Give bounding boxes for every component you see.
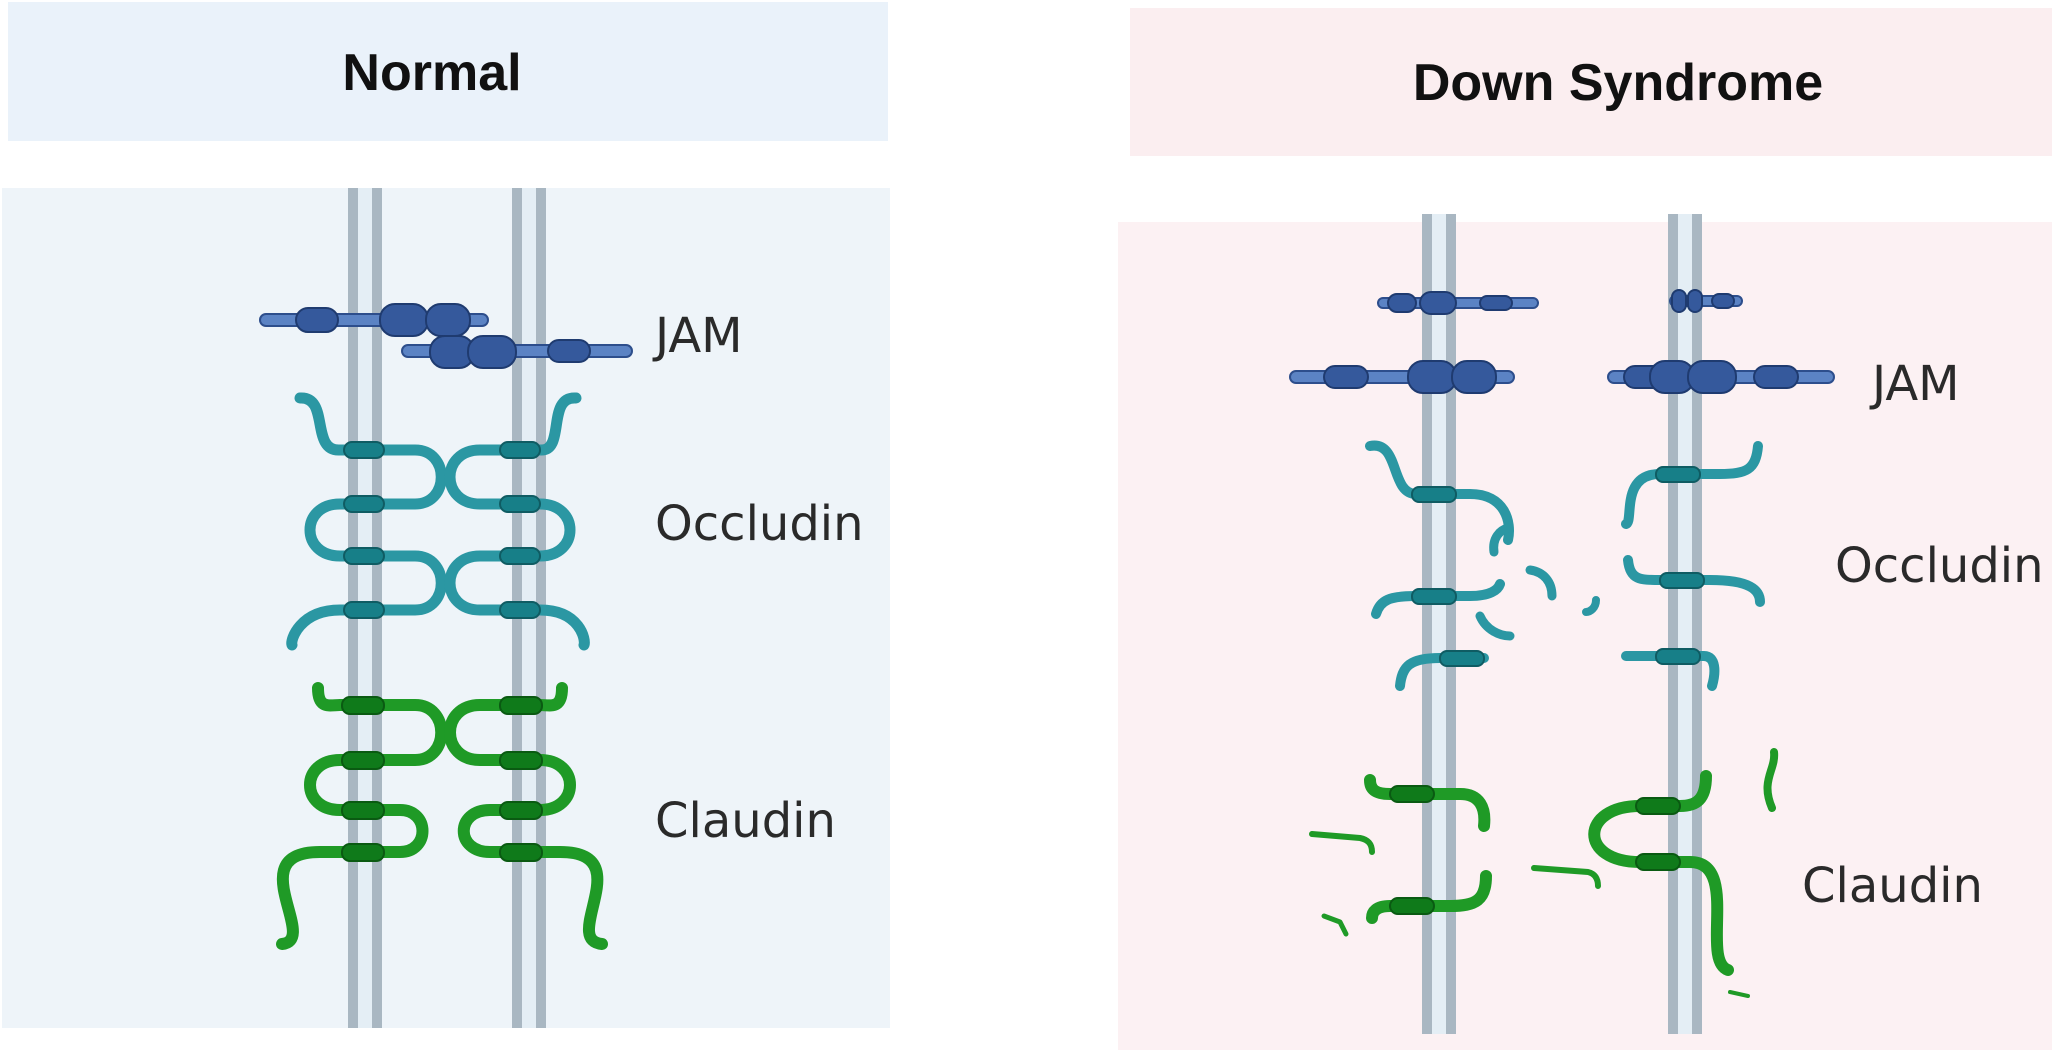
normal-header-box	[8, 2, 888, 141]
occludin-strand-icon	[444, 392, 590, 651]
occludin-strand-icon	[1395, 650, 1489, 691]
down-syndrome-jam-label: JAM	[1869, 356, 1960, 412]
claudin-strand-icon	[1366, 870, 1492, 924]
occludin-strand-icon	[286, 392, 447, 651]
occludin-strand-icon	[1621, 441, 1763, 529]
jam-protein-icon	[259, 303, 489, 337]
jam-protein-icon	[1607, 360, 1835, 394]
normal-claudin-label: Claudin	[655, 793, 836, 849]
occludin-strand-icon	[1365, 440, 1514, 557]
normal-jam-label: JAM	[652, 308, 743, 364]
normal-occludin-label: Occludin	[655, 496, 864, 552]
occludin-strand-icon	[1371, 565, 1600, 641]
claudin-strand-icon	[276, 682, 448, 950]
claudin-strand-icon	[1309, 748, 1779, 998]
occludin-strand-icon	[1623, 555, 1765, 607]
jam-protein-icon	[401, 335, 633, 369]
claudin-strand-icon	[444, 682, 608, 950]
jam-protein-icon	[1669, 289, 1743, 313]
occludin-strand-icon	[1621, 648, 1720, 691]
down-syndrome-title: Down Syndrome	[1413, 54, 1823, 112]
jam-protein-icon	[1377, 291, 1539, 315]
claudin-strand-icon	[1588, 770, 1734, 976]
jam-protein-icon	[1289, 360, 1515, 394]
down-syndrome-diagram-background	[1118, 222, 2052, 1050]
down-syndrome-header-box	[1130, 8, 2052, 156]
lipid-bilayer-icon	[1668, 214, 1702, 1034]
claudin-strand-icon	[1364, 774, 1491, 832]
down-syndrome-claudin-label: Claudin	[1802, 858, 1983, 914]
normal-panel: Normal JAM	[2, 2, 890, 1028]
down-syndrome-panel: Down Syndrome	[1118, 8, 2052, 1050]
normal-title: Normal	[342, 44, 521, 102]
down-syndrome-occludin-label: Occludin	[1835, 538, 2044, 594]
